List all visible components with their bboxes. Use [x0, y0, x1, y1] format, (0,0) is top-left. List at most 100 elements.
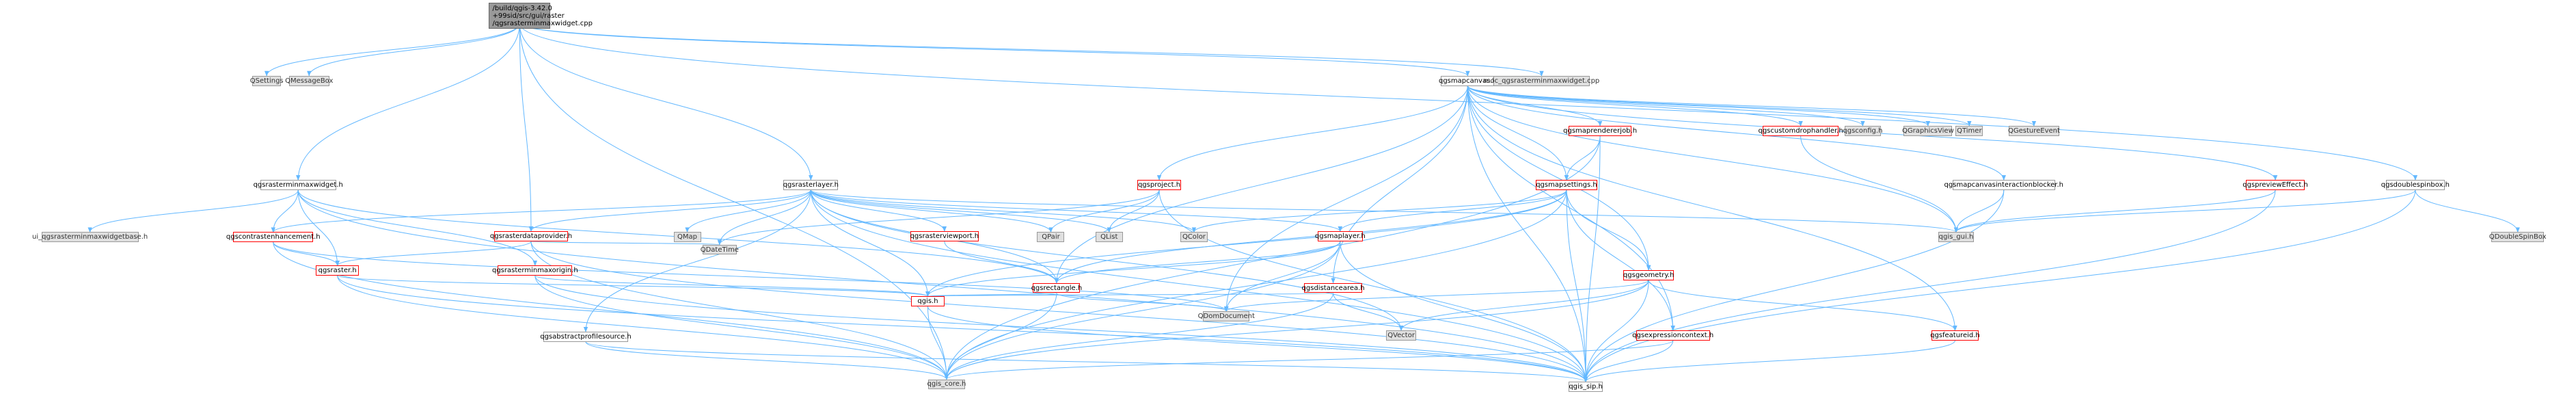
node-qmessagebox: QMessageBox — [285, 75, 333, 86]
node-qgsgeometry-h[interactable]: qgsgeometry.h — [1623, 269, 1674, 280]
node-qgsdoublespinbox-h[interactable]: qgsdoublespinbox.h — [2381, 180, 2450, 190]
edge-qgsmapcanvas_h-to-QDomDocument — [1224, 85, 1468, 313]
edge-qgsmaprendererjob_h-to-qgsmapsettings_h — [1564, 135, 1601, 181]
edge-qgsrasterlayer_h-to-QMap — [685, 189, 811, 233]
edge-qgsmapcanvas_h-to-qgsdistancearea_h — [1331, 85, 1468, 284]
edge-root-to-qgsdoublespinbox_h — [519, 23, 2417, 181]
node-qgis-h[interactable]: qgis.h — [910, 296, 945, 306]
node-label: qgsproject.h — [1137, 181, 1181, 189]
edge-qgsrasterlayer_h-to-qgis_h — [810, 189, 930, 298]
node-qvector: QVector — [1386, 330, 1416, 341]
edge-qgsmapcanvas_h-to-QTimer — [1467, 85, 1972, 127]
node-qsettings: QSettings — [249, 75, 284, 86]
node-qgsmapcanvasinteractionblocker-h[interactable]: qgsmapcanvasinteractionblocker.h — [1944, 180, 2063, 190]
edge-qgsrasterlayer_h-to-QDateTime — [717, 189, 811, 246]
node-label: qgsrasterdataprovider.h — [489, 233, 573, 241]
edge-root-to-qgsmapcanvas_h — [519, 23, 1470, 77]
node-label: qgsfeatureid.h — [1930, 332, 1980, 340]
node-qgsrasterlayer-h[interactable]: qgsrasterlayer.h — [783, 180, 839, 190]
edge-qgsmapcanvas_h-to-qgscustomdrophandler_h — [1467, 85, 1803, 127]
edge-qgsproject_h-to-QDateTime — [717, 189, 1160, 246]
edge-qgsrasterlayer_h-to-QVector — [810, 189, 1404, 332]
edge-qgsmapcanvas_h-to-QGestureEvent — [1467, 85, 2036, 127]
edge-qgsrectangle_h-to-qgis_h — [925, 291, 1057, 298]
node-moc: moc_qgsrasterminmaxwidget.cpp — [1484, 75, 1599, 86]
node-label: QMap — [677, 233, 697, 241]
node-label: qgsrasterviewport.h — [910, 233, 979, 241]
node-qgestureevent: QGestureEvent — [2008, 126, 2060, 136]
edge-qgscustomdrophandler_h-to-qgis_gui_h — [1800, 135, 1959, 233]
edge-qgis_h-to-qgis_core_h — [927, 306, 949, 380]
edge-qgsmapcanvas_h-to-qgis_sip_h — [1467, 85, 1588, 383]
node-qgsconfig-h: qgsconfig.h — [1843, 126, 1882, 136]
node-root[interactable]: /build/qgis-3.42.0+99sid/src/gui/raster/… — [489, 2, 593, 29]
edge-qgsmapsettings_h-to-qgis_h — [925, 189, 1567, 298]
edge-qgsrasterlayer_h-to-qgscontrastenhancement_h — [271, 189, 811, 233]
node-qlist: QList — [1095, 232, 1123, 243]
node-qgsrasterdataprovider-h[interactable]: qgsrasterdataprovider.h — [490, 231, 572, 241]
node-qgis-gui-h: qgis_gui.h — [1938, 232, 1974, 243]
edge-qgsmapcanvas_h-to-qgsrectangle_h — [1054, 85, 1468, 284]
edge-qgsrasterminmaxwidget_h-to-qgscontrastenhancement_h — [271, 189, 299, 233]
edge-root-to-QMessageBox — [307, 23, 520, 77]
node-qgsabstractprofilesource-h[interactable]: qgsabstractprofilesource.h — [540, 332, 632, 342]
edge-qgsexpressioncontext_h-to-qgis_sip_h — [1583, 340, 1674, 383]
edge-qgsrectangle_h-to-qgis_core_h — [944, 293, 1057, 380]
node-qgsfeatureid-h[interactable]: qgsfeatureid.h — [1930, 330, 1980, 341]
node-qgis-sip-h[interactable]: qgis_sip.h — [1569, 382, 1603, 392]
node-label: QColor — [1182, 233, 1206, 241]
edge-qgsrasterminmaxorigin_h-to-qgis_sip_h — [534, 275, 1588, 383]
edge-qgsrasterlayer_h-to-QColor — [810, 189, 1197, 233]
node-qgsmaplayer-h[interactable]: qgsmaplayer.h — [1315, 231, 1366, 241]
node-qpair: QPair — [1037, 232, 1065, 243]
edge-qgsmapsettings_h-to-qgsexpressioncontext_h — [1566, 189, 1675, 332]
node-label: qgsabstractprofilesource.h — [540, 332, 632, 341]
node-label: QPair — [1042, 233, 1060, 241]
edge-qgsrasterlayer_h-to-qgis_sip_h — [810, 189, 1588, 383]
node-qmap: QMap — [673, 232, 701, 243]
node-qgis-core-h: qgis_core.h — [927, 379, 966, 390]
node-qgsproject-h[interactable]: qgsproject.h — [1137, 180, 1182, 190]
node-qgsexpressioncontext-h[interactable]: qgsexpressioncontext.h — [1632, 330, 1713, 341]
node-qgscustomdrophandler-h[interactable]: qgscustomdrophandler.h — [1758, 126, 1843, 136]
edge-root-to-qgsrasterlayer_h — [519, 23, 813, 181]
node-qgscontrastenhancement-h[interactable]: qgscontrastenhancement.h — [226, 232, 321, 243]
node-qgsdistancearea-h[interactable]: qgsdistancearea.h — [1302, 282, 1365, 293]
edge-qgsmapsettings_h-to-qgis_core_h — [944, 189, 1567, 380]
node-qgsrectangle-h[interactable]: qgsrectangle.h — [1031, 282, 1083, 293]
node-qgsrasterminmaxorigin-h[interactable]: qgsrasterminmaxorigin.h — [492, 265, 578, 276]
edge-qgis_h-to-qgis_sip_h — [927, 306, 1588, 383]
edge-qgsgeometry_h-to-qgis_sip_h — [1583, 280, 1649, 383]
node-label: qgsmapsettings.h — [1536, 181, 1597, 189]
edge-qgsabstractprofilesource_h-to-qgis_core_h — [585, 341, 949, 380]
node-qgsrasterviewport-h[interactable]: qgsrasterviewport.h — [910, 231, 979, 241]
node-label: QSettings — [249, 77, 284, 85]
node-label: qgsrectangle.h — [1031, 284, 1083, 292]
node-qgsmaprendererjob-h[interactable]: qgsmaprendererjob.h — [1563, 126, 1637, 136]
edge-qgsgeometry_h-to-QDomDocument — [1224, 280, 1649, 313]
edge-root-to-qgsrasterminmaxwidget_h — [296, 23, 520, 181]
node-label: ui_qgsrasterminmaxwidgetbase.h — [32, 233, 148, 241]
edge-qgsfeatureid_h-to-qgis_sip_h — [1584, 340, 1955, 383]
node-root-line: /qgsrasterminmaxwidget.cpp — [492, 19, 593, 27]
edge-qgsmapcanvas_h-to-QGraphicsView — [1467, 85, 1930, 127]
node-label: qgsrasterminmaxwidget.h — [253, 181, 343, 189]
edge-qgsdoublespinbox_h-to-qgis_gui_h — [1953, 189, 2416, 233]
edge-qgsgeometry_h-to-qgsfeatureid_h — [1648, 280, 1957, 332]
node-label: QDateTime — [700, 246, 739, 254]
node-qgsprevieweffect-h[interactable]: qgspreviewEffect.h — [2242, 180, 2308, 190]
edge-qgsraster_h-to-qgis_h — [337, 275, 930, 298]
node-qdomdocument: QDomDocument — [1198, 311, 1255, 321]
node-qgsmapsettings-h[interactable]: qgsmapsettings.h — [1535, 180, 1598, 190]
edge-root-to-qgis_core_h — [519, 23, 949, 380]
node-qgsrasterminmaxwidget-h[interactable]: qgsrasterminmaxwidget.h — [254, 180, 343, 190]
edge-qgsproject_h-to-QPair — [1048, 189, 1160, 233]
node-label: qgsmapcanvas.h — [1438, 77, 1497, 85]
edge-qgsmaplayer_h-to-qgis_sip_h — [1340, 241, 1588, 383]
node-label: qgscontrastenhancement.h — [226, 233, 321, 241]
edge-root-to-moc — [519, 23, 1544, 77]
edge-qgsdoublespinbox_h-to-qgis_sip_h — [1583, 189, 2416, 383]
node-qgsraster-h[interactable]: qgsraster.h — [316, 265, 360, 276]
edge-qgsmapsettings_h-to-qgsrectangle_h — [1054, 189, 1567, 284]
edge-qgscontrastenhancement_h-to-qgis_core_h — [273, 242, 949, 380]
